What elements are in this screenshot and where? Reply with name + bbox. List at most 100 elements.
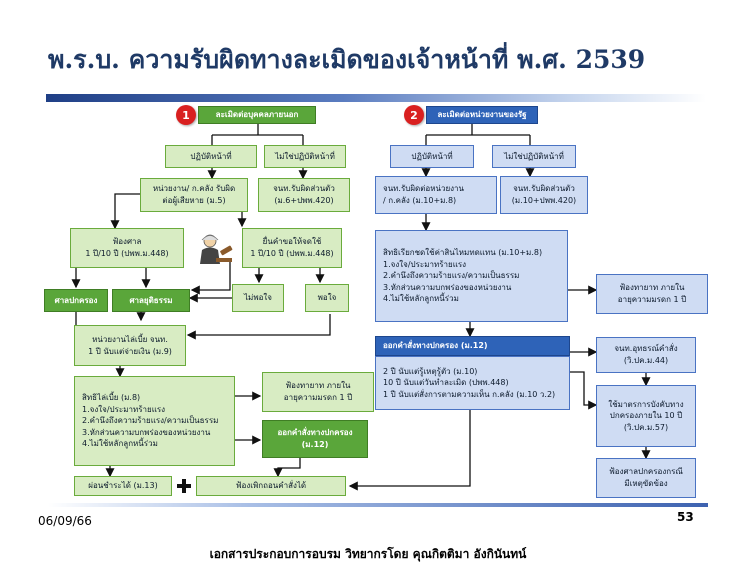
left-recourse-rights-line-5: 4.ไม่ใช้หลักลูกหนี้ร่วม [82, 439, 158, 449]
left-installment-box: ผ่อนชำระได้ (ม.13) [74, 476, 172, 496]
connector-claim-to-justice [190, 258, 231, 295]
left-claim-line-2: 1 ปี/10 ปี (ปพพ.ม.448) [250, 249, 334, 258]
left-not-satisfied-text: ไม่พอใจ [244, 293, 272, 303]
right-admin-order-body-line-2: 10 ปี นับแต่วันทำละเมิด (ปพพ.448) [383, 378, 509, 388]
left-recourse-rights-line-4: 3.หักส่วนความบกพร่องของหน่วยงาน [82, 427, 211, 437]
right-enforce-line-3: (วิ.ปค.ม.57) [623, 422, 669, 432]
right-admin-order-body-line-3: 1 ปี นับแต่สั่งการตามความเห็น ก.คลัง (ม.… [383, 389, 556, 399]
left-personal-liable-line-2: (ม.6+ปพพ.420) [274, 196, 334, 205]
left-branch-number: 1 [176, 105, 196, 125]
left-on-duty-box: ปฏิบัติหน้าที่ [165, 145, 257, 168]
right-officer-to-agency-line-2: / ก.คลัง (ม.10+ม.8) [383, 196, 457, 205]
right-appeal-line-1: จนท.อุทธรณ์คำสั่ง [614, 344, 678, 354]
left-satisfied-text: พอใจ [317, 293, 337, 303]
left-sue-heirs-line-2: อายุความมรดก 1 ปี [283, 393, 353, 402]
right-admin-order-header-box: ออกคำสั่งทางปกครอง (ม.12) [375, 336, 570, 356]
left-agency-paid-line-1: หน่วยงานไล่เบี้ย จนท. [92, 334, 168, 344]
left-agency-liable-line-2: ต่อผู้เสียหาย (ม.5) [162, 196, 226, 205]
left-agency-paid-line-2: 1 ปี นับแต่จ่ายเงิน (ม.9) [88, 346, 172, 356]
left-recourse-rights-line-1: สิทธิไล่เบี้ย (ม.8) [82, 393, 141, 403]
right-personal-liable-line-1: จนท.รับผิดส่วนตัว [513, 184, 575, 194]
left-admin-court-box: ศาลปกครอง [44, 289, 108, 312]
connector-right-header-split [425, 124, 531, 145]
connector-order-to-left-cancel [348, 410, 471, 491]
right-admin-court-line-2: มีเหตุขัดข้อง [624, 479, 668, 488]
left-claim-box: ยื่นคำขอให้จดใช้ 1 ปี/10 ปี (ปพพ.ม.448) [242, 228, 342, 268]
right-sue-heirs-line-1: ฟ้องทายาท ภายใน [619, 283, 685, 293]
left-recourse-rights-line-2: 1.จงใจ/ประมาทร้ายแรง [82, 404, 166, 414]
right-on-duty-box: ปฏิบัติหน้าที่ [390, 145, 474, 168]
left-installment-text: ผ่อนชำระได้ (ม.13) [88, 481, 158, 491]
left-admin-order-line-2: (ม.12) [301, 440, 329, 449]
left-court-line-2: 1 ปี/10 ปี (ปพพ.ม.448) [85, 249, 169, 258]
right-off-duty-text: ไม่ใช่ปฏิบัติหน้าที่ [504, 151, 564, 161]
right-off-duty-box: ไม่ใช่ปฏิบัติหน้าที่ [492, 145, 576, 168]
right-appeal-line-2: (วิ.ปค.ม.44) [623, 356, 669, 365]
right-admin-court-line-1: ฟ้องศาลปกครองกรณี [609, 467, 683, 477]
left-admin-order-line-1: ออกคำสั่งทางปกครอง [277, 428, 353, 438]
right-appeal-box: จนท.อุทธรณ์คำสั่ง (วิ.ปค.ม.44) [596, 337, 696, 373]
left-branch-header-text: ละเมิดต่อบุคคลภายนอก [215, 110, 299, 120]
right-compensation-line-1: สิทธิเรียกชดใช้ค่าสินไหมทดแทน (ม.10+ม.8) [383, 248, 543, 258]
right-on-duty-text: ปฏิบัติหน้าที่ [411, 151, 453, 161]
right-sue-heirs-box: ฟ้องทายาท ภายใน อายุความมรดก 1 ปี [596, 274, 708, 314]
right-compensation-line-5: 4.ไม่ใช้หลักลูกหนี้ร่วม [383, 294, 459, 304]
right-personal-liable-line-2: (ม.10+ปพพ.420) [511, 196, 577, 205]
left-recourse-rights-box: สิทธิไล่เบี้ย (ม.8) 1.จงใจ/ประมาทร้ายแรง… [74, 376, 235, 466]
footer-bar [48, 503, 708, 507]
connector-order-to-cancel [273, 458, 301, 478]
right-compensation-line-3: 2.คำนึงถึงความร้ายแรง/ความเป็นธรรม [383, 271, 520, 281]
left-agency-paid-box: หน่วยงานไล่เบี้ย จนท. 1 ปี นับแต่จ่ายเงิ… [74, 325, 186, 366]
left-agency-liable-box: หน่วยงาน/ ก.คลัง รับผิด ต่อผู้เสียหาย (ม… [140, 178, 248, 212]
title-underline-bar [46, 94, 706, 102]
left-admin-order-box: ออกคำสั่งทางปกครอง (ม.12) [262, 420, 368, 458]
right-branch-header: ละเมิดต่อหน่วยงานของรัฐ [426, 106, 538, 124]
right-officer-to-agency-box: จนท.รับผิดต่อหน่วยงาน / ก.คลัง (ม.10+ม.8… [375, 176, 497, 214]
left-branch-header: ละเมิดต่อบุคคลภายนอก [198, 106, 316, 124]
left-cancel-order-text: ฟ้องเพิกถอนคำสั่งได้ [235, 481, 307, 491]
document-caption: เอกสารประกอบการอบรม วิทยากรโดย คุณกิตติม… [209, 547, 527, 561]
connector-agency-to-court [110, 193, 140, 230]
connector-satisfied-to-recourse [186, 314, 331, 340]
right-admin-order-header-text: ออกคำสั่งทางปกครอง (ม.12) [383, 341, 488, 351]
right-officer-to-agency-line-1: จนท.รับผิดต่อหน่วยงาน [383, 184, 465, 194]
connector-left-header-split [211, 124, 304, 145]
right-enforce-line-2: ปกครองภายใน 10 ปี [609, 411, 683, 421]
left-cancel-order-box: ฟ้องเพิกถอนคำสั่งได้ [196, 476, 346, 496]
left-court-box: ฟ้องศาล 1 ปี/10 ปี (ปพพ.ม.448) [70, 228, 184, 268]
left-justice-court-text: ศาลยุติธรรม [129, 295, 173, 305]
left-claim-line-1: ยื่นคำขอให้จดใช้ [262, 237, 322, 247]
left-agency-liable-line-1: หน่วยงาน/ ก.คลัง รับผิด [152, 184, 236, 194]
right-compensation-line-2: 1.จงใจ/ประมาทร้ายแรง [383, 259, 467, 269]
slide-date: 06/09/66 [38, 514, 92, 528]
right-enforce-box: ใช้มาตรการบังคับทาง ปกครองภายใน 10 ปี (ว… [596, 385, 696, 447]
right-enforce-line-1: ใช้มาตรการบังคับทาง [608, 399, 684, 409]
right-compensation-line-4: 3.หักส่วนความบกพร่องของหน่วยงาน [383, 282, 512, 292]
left-personal-liable-line-1: จนท.รับผิดส่วนตัว [273, 184, 335, 194]
left-justice-court-box: ศาลยุติธรรม [112, 289, 190, 312]
right-compensation-box: สิทธิเรียกชดใช้ค่าสินไหมทดแทน (ม.10+ม.8)… [375, 230, 568, 322]
right-sue-heirs-line-2: อายุความมรดก 1 ปี [617, 295, 687, 304]
right-branch-header-text: ละเมิดต่อหน่วยงานของรัฐ [437, 110, 527, 120]
right-admin-order-body-line-1: 2 ปี นับแต่รู้เหตุรู้ตัว (ม.10) [383, 366, 478, 376]
left-recourse-rights-line-3: 2.คำนึงถึงความร้ายแรง/ความเป็นธรรม [82, 416, 219, 426]
left-personal-liable-box: จนท.รับผิดส่วนตัว (ม.6+ปพพ.420) [258, 178, 350, 212]
right-admin-court-box: ฟ้องศาลปกครองกรณี มีเหตุขัดข้อง [596, 458, 696, 498]
left-satisfied-box: พอใจ [305, 284, 349, 312]
left-sue-heirs-line-1: ฟ้องทายาท ภายใน [285, 381, 351, 391]
right-branch-number: 2 [404, 105, 424, 125]
left-not-satisfied-box: ไม่พอใจ [232, 284, 284, 312]
slide-title: พ.ร.บ. ความรับผิดทางละเมิดของเจ้าหน้าที่… [48, 45, 646, 74]
left-sue-heirs-box: ฟ้องทายาท ภายใน อายุความมรดก 1 ปี [262, 372, 374, 412]
plus-icon [177, 479, 191, 493]
right-admin-order-body-box: 2 ปี นับแต่รู้เหตุรู้ตัว (ม.10) 10 ปี นั… [375, 356, 570, 410]
left-off-duty-box: ไม่ใช่ปฏิบัติหน้าที่ [264, 145, 346, 168]
judge-gavel-icon [200, 234, 233, 264]
left-on-duty-text: ปฏิบัติหน้าที่ [190, 151, 232, 161]
left-off-duty-text: ไม่ใช่ปฏิบัติหน้าที่ [275, 151, 335, 161]
right-personal-liable-box: จนท.รับผิดส่วนตัว (ม.10+ปพพ.420) [500, 176, 588, 214]
connector-order-to-enforce [570, 371, 598, 410]
left-admin-court-text: ศาลปกครอง [54, 295, 98, 305]
left-court-line-1: ฟ้องศาล [112, 237, 142, 247]
